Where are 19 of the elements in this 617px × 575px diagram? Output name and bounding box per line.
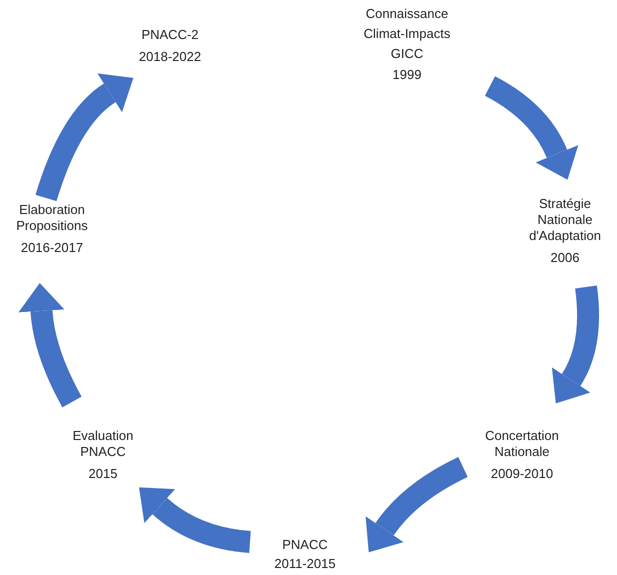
year-label: 1999 bbox=[392, 66, 422, 84]
curved-arrow bbox=[138, 488, 252, 553]
stage-label: Concertation Nationale bbox=[484, 428, 560, 460]
curved-arrow bbox=[366, 457, 468, 552]
curved-arrow bbox=[551, 286, 600, 404]
stage-label: Stratégie Nationale d'Adaptation bbox=[528, 196, 602, 244]
year-label: 2006 bbox=[550, 249, 580, 267]
year-label: 2015 bbox=[88, 465, 118, 483]
year-label: 2018-2022 bbox=[138, 48, 202, 66]
year-label: 2011-2015 bbox=[274, 555, 336, 573]
stage-label: Elaboration Propositions bbox=[15, 202, 89, 234]
year-label: 2016-2017 bbox=[20, 239, 84, 257]
stage-label: Evaluation PNACC bbox=[72, 428, 134, 460]
stage-label: Connaissance Climat-Impacts GICC bbox=[362, 5, 452, 63]
stage-label: PNACC-2 bbox=[141, 26, 199, 44]
year-label: 2009-2010 bbox=[490, 465, 554, 483]
curved-arrow bbox=[36, 74, 133, 202]
stage-label: PNACC bbox=[282, 536, 328, 554]
curved-arrow bbox=[18, 283, 82, 408]
